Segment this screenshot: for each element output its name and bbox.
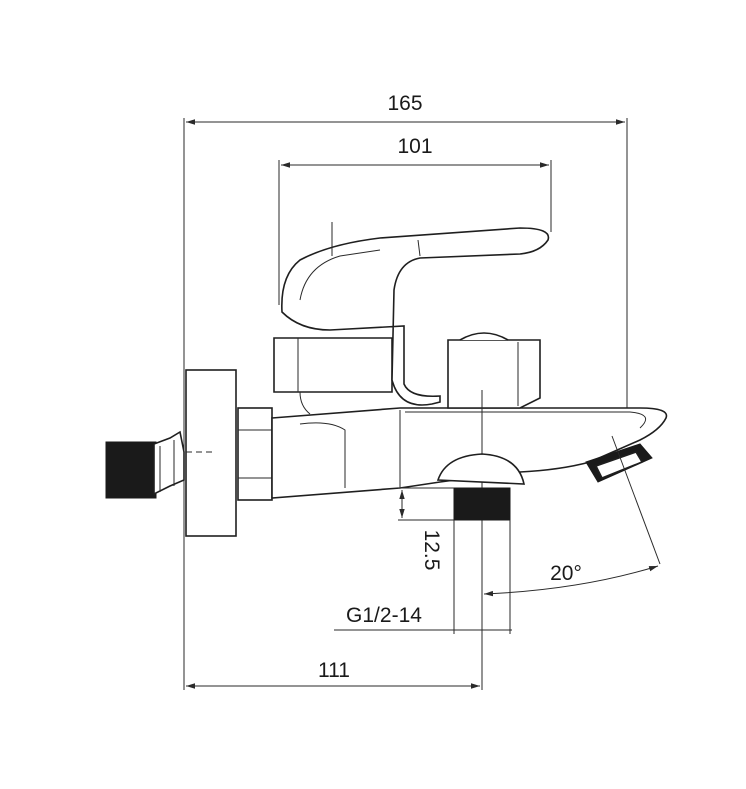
- cartridge-housing: [273, 337, 393, 415]
- dimension-label-101: 101: [397, 135, 432, 158]
- spout-top-contour: [405, 411, 647, 429]
- dimension-label-thread: G1/2-14: [346, 604, 422, 627]
- lever-body: [281, 227, 550, 406]
- lever-contour: [299, 249, 381, 301]
- dimension-label-111: 111: [318, 659, 350, 682]
- eccentric-connector: [105, 430, 185, 499]
- diverter-cap: [459, 332, 509, 341]
- dimension-label-165: 165: [387, 92, 422, 115]
- hex-nut-body: [237, 407, 273, 501]
- cartridge-neck: [299, 391, 311, 415]
- aerator: [585, 443, 653, 483]
- lever-handle: [281, 222, 550, 406]
- dimension-spout-angle: 20°: [483, 435, 661, 597]
- dimension-lever-width: 101: [278, 135, 552, 305]
- angle-leg: [611, 435, 661, 565]
- connector-thread: [105, 441, 157, 499]
- outlet-dome: [436, 453, 526, 485]
- lever-joint: [417, 239, 421, 257]
- dimension-label-angle: 20°: [550, 562, 582, 585]
- diverter-body: [447, 339, 541, 409]
- aerator-face: [594, 451, 644, 480]
- dimension-outlet-depth: 12.5: [398, 487, 454, 571]
- shower-outlet: [436, 453, 526, 521]
- dimension-overall-width: 165: [183, 92, 628, 690]
- body-main: [271, 407, 668, 499]
- wall-flange: [185, 369, 237, 537]
- connector-nut: [153, 430, 185, 496]
- outlet-thread: [453, 487, 511, 521]
- dimension-label-12-5: 12.5: [420, 530, 443, 571]
- angle-arc: [483, 565, 659, 597]
- body-contour: [299, 422, 346, 488]
- dimension-center-to-wall: 111: [186, 659, 480, 689]
- diverter-knob: [447, 332, 541, 690]
- faucet-body: [271, 407, 668, 499]
- hex-nut: [237, 407, 273, 501]
- cartridge-body: [273, 337, 393, 393]
- flange-body: [185, 369, 237, 537]
